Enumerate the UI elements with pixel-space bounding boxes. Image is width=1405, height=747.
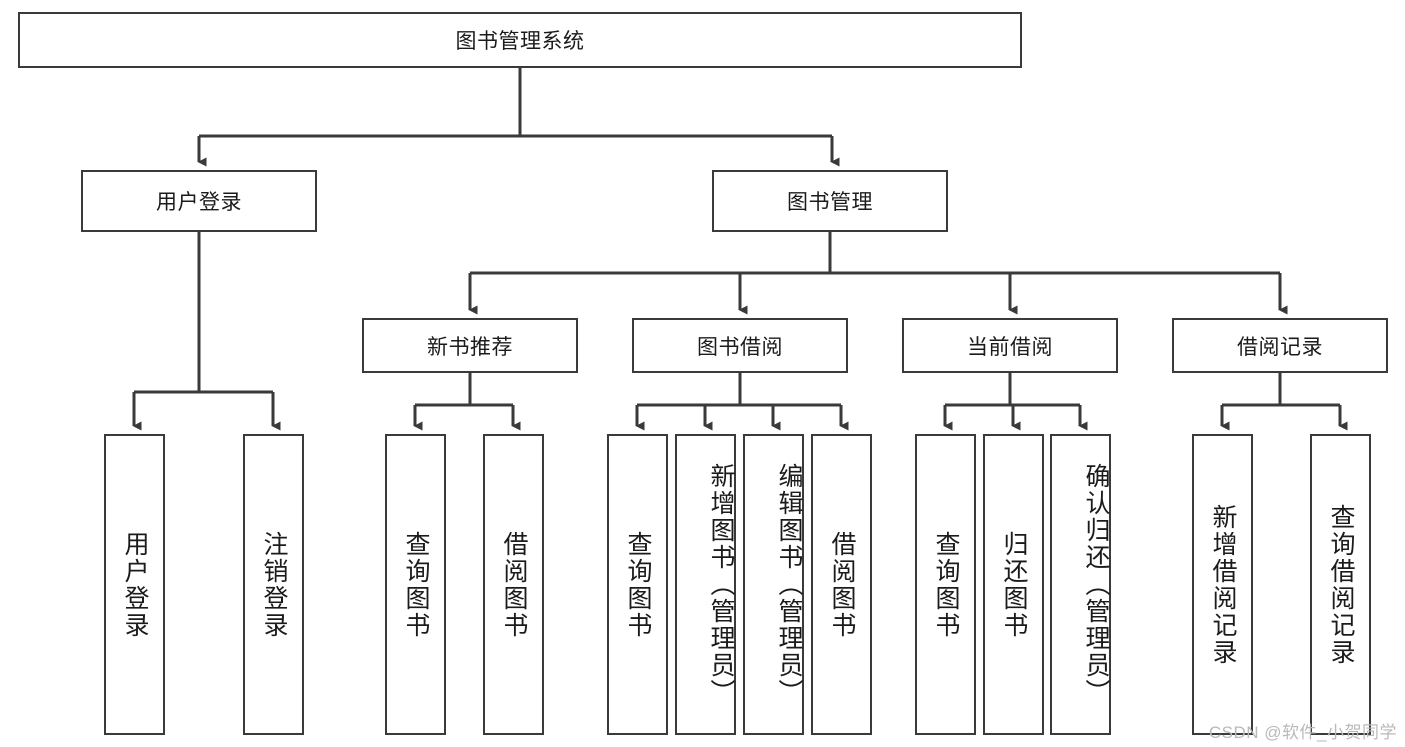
- node-label: 图书管理: [787, 191, 873, 214]
- node-label: 查询图书: [624, 530, 652, 639]
- leaf-current-borrow-query-book[interactable]: 查询图书: [915, 434, 976, 735]
- node-label: 注销登录: [260, 530, 288, 639]
- leaf-book-borrow-edit-book-admin[interactable]: 编辑图书（管理员）: [743, 434, 804, 735]
- leaf-book-borrow-add-book-admin[interactable]: 新增图书（管理员）: [675, 434, 736, 735]
- node-label: 图书借阅: [697, 335, 783, 359]
- watermark: CSDN @软件_小贺同学: [1208, 723, 1397, 742]
- node-current-borrow[interactable]: 当前借阅: [902, 318, 1118, 373]
- leaf-new-book-query-book[interactable]: 查询图书: [385, 434, 446, 735]
- node-label: 查询借阅记录: [1327, 503, 1355, 666]
- node-book-borrow[interactable]: 图书借阅: [632, 318, 848, 373]
- node-label: 确认归还（管理员）: [1082, 463, 1110, 706]
- node-borrow-record[interactable]: 借阅记录: [1172, 318, 1388, 373]
- node-label: 新增借阅记录: [1209, 503, 1237, 666]
- node-label: 借阅记录: [1237, 335, 1323, 359]
- node-label: 借阅图书: [500, 530, 528, 639]
- node-label: 用户登录: [156, 191, 242, 214]
- leaf-book-borrow-borrow-book[interactable]: 借阅图书: [811, 434, 872, 735]
- node-label: 查询图书: [402, 530, 430, 639]
- leaf-new-book-borrow-book[interactable]: 借阅图书: [483, 434, 544, 735]
- node-label: 图书管理系统: [455, 30, 585, 53]
- node-label: 编辑图书（管理员）: [775, 463, 803, 706]
- leaf-current-borrow-confirm-return-admin[interactable]: 确认归还（管理员）: [1050, 434, 1111, 735]
- leaf-user-login-login[interactable]: 用户登录: [104, 434, 165, 735]
- leaf-book-borrow-query-book[interactable]: 查询图书: [607, 434, 668, 735]
- node-label: 新增图书（管理员）: [707, 463, 735, 706]
- node-user-login[interactable]: 用户登录: [81, 170, 317, 232]
- node-label: 查询图书: [932, 530, 960, 639]
- node-label: 用户登录: [121, 530, 149, 639]
- leaf-user-login-logout[interactable]: 注销登录: [243, 434, 304, 735]
- leaf-borrow-record-query-record[interactable]: 查询借阅记录: [1310, 434, 1371, 735]
- node-label: 新书推荐: [427, 335, 513, 359]
- node-label: 归还图书: [1000, 530, 1028, 639]
- node-book-management[interactable]: 图书管理: [712, 170, 948, 232]
- node-new-book-recommend[interactable]: 新书推荐: [362, 318, 578, 373]
- leaf-borrow-record-add-record[interactable]: 新增借阅记录: [1192, 434, 1253, 735]
- node-label: 借阅图书: [828, 530, 856, 639]
- node-label: 当前借阅: [967, 335, 1053, 359]
- leaf-current-borrow-return-book[interactable]: 归还图书: [983, 434, 1044, 735]
- node-root-book-management-system[interactable]: 图书管理系统: [18, 12, 1022, 68]
